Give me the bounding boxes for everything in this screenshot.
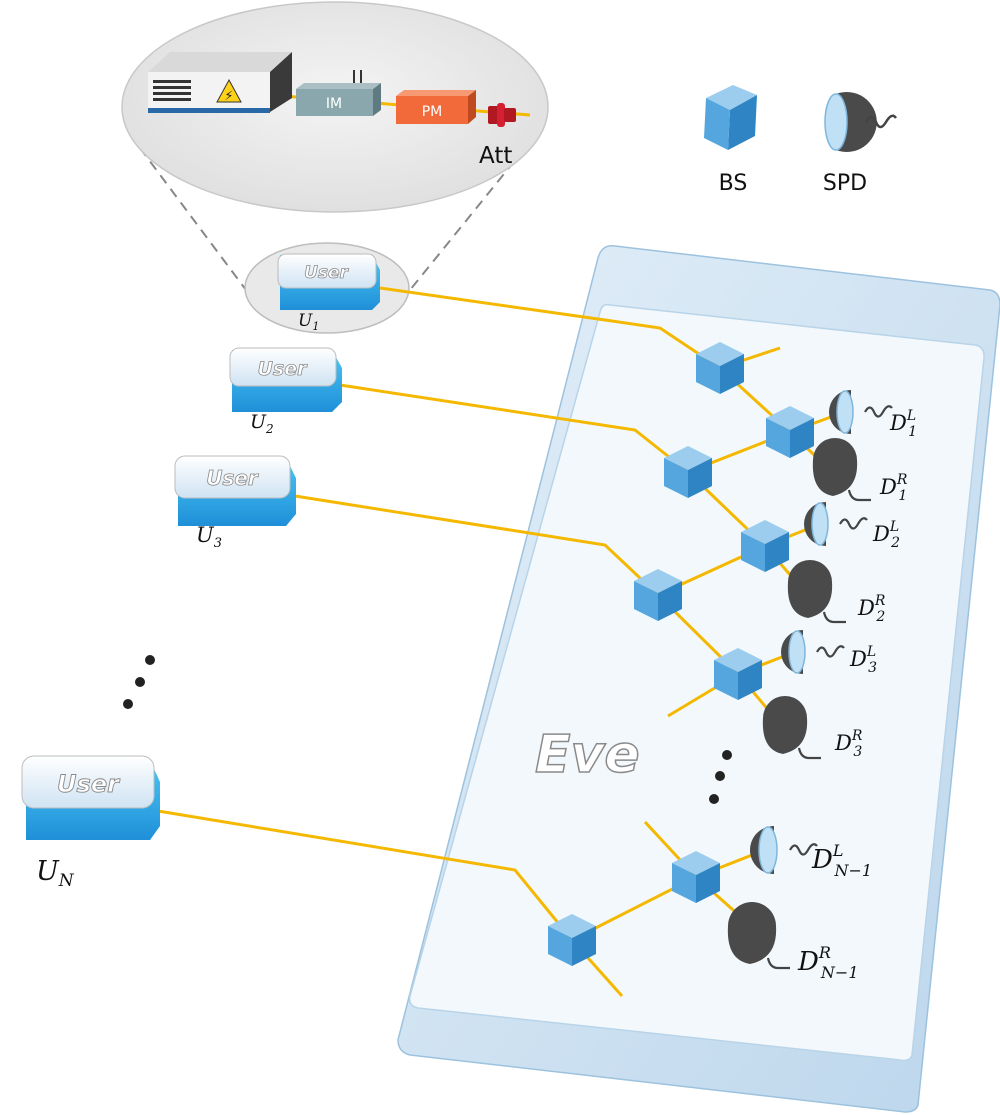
pm-label: PM xyxy=(422,104,443,120)
beam-splitter-7 xyxy=(672,851,720,903)
user-n-box-label: User xyxy=(57,770,121,798)
detector-dnr-icon xyxy=(727,902,790,970)
legend-bs-label: BS xyxy=(719,171,748,196)
eve-label: Eve xyxy=(535,725,640,785)
beam-splitter-legend-icon xyxy=(704,85,757,150)
detector-d1r-icon xyxy=(812,438,871,502)
att-label: Att xyxy=(479,143,512,169)
user-1-label: U1 xyxy=(298,311,319,333)
zoom-guide-left xyxy=(139,147,247,291)
detector-d3l-icon xyxy=(781,630,845,674)
detector-d3r-icon xyxy=(762,696,821,760)
detector-d2l-icon xyxy=(804,502,868,546)
zoom-guide-right xyxy=(409,147,526,291)
user-2-box-label: User xyxy=(258,358,309,380)
user-1: User xyxy=(277,253,380,310)
detectors xyxy=(727,390,893,970)
detector-dnl-icon xyxy=(750,826,818,874)
phase-modulator: PM xyxy=(396,90,476,124)
laser-source: ⚡ xyxy=(148,52,292,113)
beam-splitter-2 xyxy=(766,406,814,458)
user-n-label: UN xyxy=(36,856,75,891)
tray-ellipsis xyxy=(709,750,732,804)
beam-splitter-6 xyxy=(714,648,762,700)
beam-splitter-3 xyxy=(664,446,712,498)
beam-splitter-5 xyxy=(634,569,682,621)
detector-legend-icon xyxy=(824,92,898,152)
users-ellipsis xyxy=(123,655,155,709)
intensity-modulator: IM xyxy=(296,70,381,116)
im-label: IM xyxy=(326,96,342,112)
user-n: User xyxy=(21,755,160,840)
warning-icon: ⚡ xyxy=(224,89,233,104)
user-3-box-label: User xyxy=(206,466,259,490)
transmitter-zoom: ⚡ IM PM Att xyxy=(121,1,549,334)
legend-spd-label: SPD xyxy=(823,171,867,196)
beam-splitter-8 xyxy=(548,914,596,966)
legend: BS SPD xyxy=(704,85,898,196)
user-2: User xyxy=(229,347,342,412)
beam-splitter-1 xyxy=(696,342,744,394)
user-3-label: U3 xyxy=(196,523,222,551)
beam-splitters xyxy=(548,342,814,966)
attenuator-icon xyxy=(488,103,516,127)
beam-splitter-4 xyxy=(741,520,789,572)
user-2-label: U2 xyxy=(250,411,274,436)
detector-d2r-icon xyxy=(787,560,846,624)
user-3: User xyxy=(174,455,296,526)
user-1-box-label: User xyxy=(304,263,349,283)
detector-d1l-icon xyxy=(829,390,893,434)
